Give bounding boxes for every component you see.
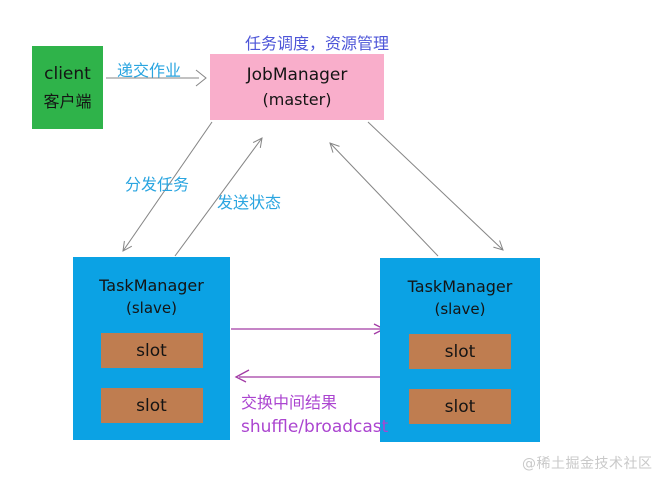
arrow-send-status-right	[329, 142, 439, 257]
client-subtitle: 客户端	[43, 92, 92, 111]
taskmanager-right-slot-2: slot	[409, 389, 511, 424]
watermark-text: @稀土掘金技术社区	[522, 456, 653, 472]
jobmanager-subtitle: (master)	[262, 90, 332, 109]
taskmanager-left-slot-2: slot	[100, 388, 203, 423]
arrow-exchange-right	[231, 323, 386, 335]
label-exchange-results: 交换中间结果	[241, 393, 338, 412]
taskmanager-left-node: TaskManager (slave) slot slot	[73, 257, 230, 440]
jobmanager-title: JobManager	[246, 65, 348, 85]
taskmanager-right-node: TaskManager (slave) slot slot	[380, 258, 540, 442]
client-title: client	[44, 64, 91, 84]
taskmanager-right-title: TaskManager	[407, 277, 513, 296]
taskmanager-right-slot-1: slot	[409, 334, 511, 369]
taskmanager-left-title: TaskManager	[99, 276, 204, 295]
label-scheduling: 任务调度，资源管理	[245, 34, 390, 53]
label-distribute-tasks: 分发任务	[125, 175, 190, 194]
jobmanager-node: JobManager (master)	[210, 54, 384, 120]
label-shuffle-broadcast: shuffle/broadcast	[241, 417, 389, 437]
taskmanager-left-slot-1: slot	[100, 333, 203, 368]
label-send-status: 发送状态	[217, 193, 282, 212]
client-node: client 客户端	[32, 46, 103, 129]
arrow-exchange-left	[234, 369, 380, 383]
taskmanager-right-subtitle: (slave)	[434, 300, 486, 318]
label-submit-job: 递交作业	[117, 61, 182, 80]
taskmanager-left-subtitle: (slave)	[126, 299, 177, 317]
arrow-distribute-tasks-right	[367, 121, 504, 251]
